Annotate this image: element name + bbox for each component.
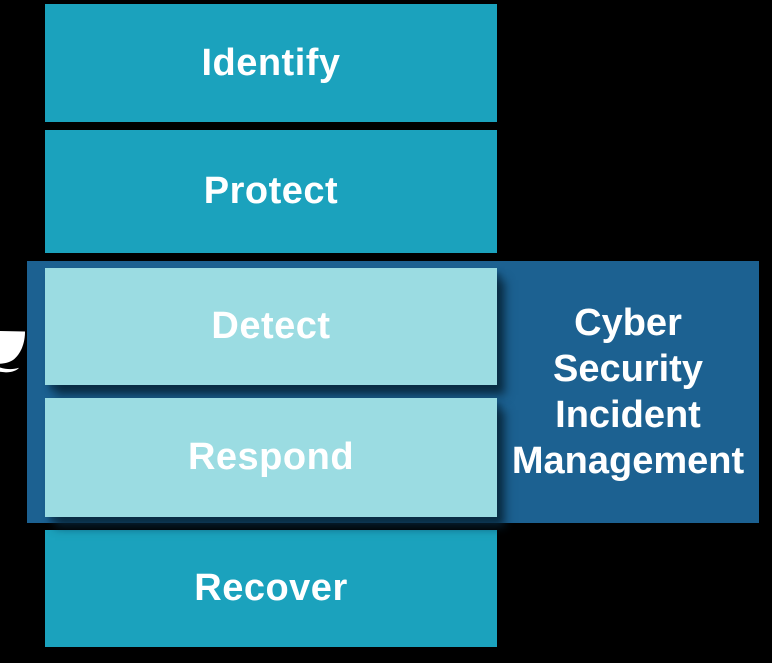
stage-label-identify: Identify xyxy=(201,41,341,84)
stage-label-protect: Protect xyxy=(203,170,339,212)
group-label-line-3: Incident xyxy=(555,394,701,436)
stage-box-recover: Recover xyxy=(45,530,497,647)
clipped-white-arc-icon xyxy=(0,331,25,373)
stage-label-recover: Recover xyxy=(194,567,348,609)
stage-box-respond: Respond xyxy=(45,398,497,517)
group-label-line-2: Security xyxy=(553,348,703,390)
incident-management-group-label: Cyber Security Incident Management xyxy=(497,261,759,523)
group-label-line-1: Cyber xyxy=(574,302,682,344)
stage-box-detect: Detect xyxy=(45,268,497,385)
group-label-line-4: Management xyxy=(511,440,745,482)
stage-label-respond: Respond xyxy=(187,436,355,478)
stage-box-identify: Identify xyxy=(45,4,497,122)
stage-box-protect: Protect xyxy=(45,130,497,253)
stage-label-detect: Detect xyxy=(211,305,331,347)
